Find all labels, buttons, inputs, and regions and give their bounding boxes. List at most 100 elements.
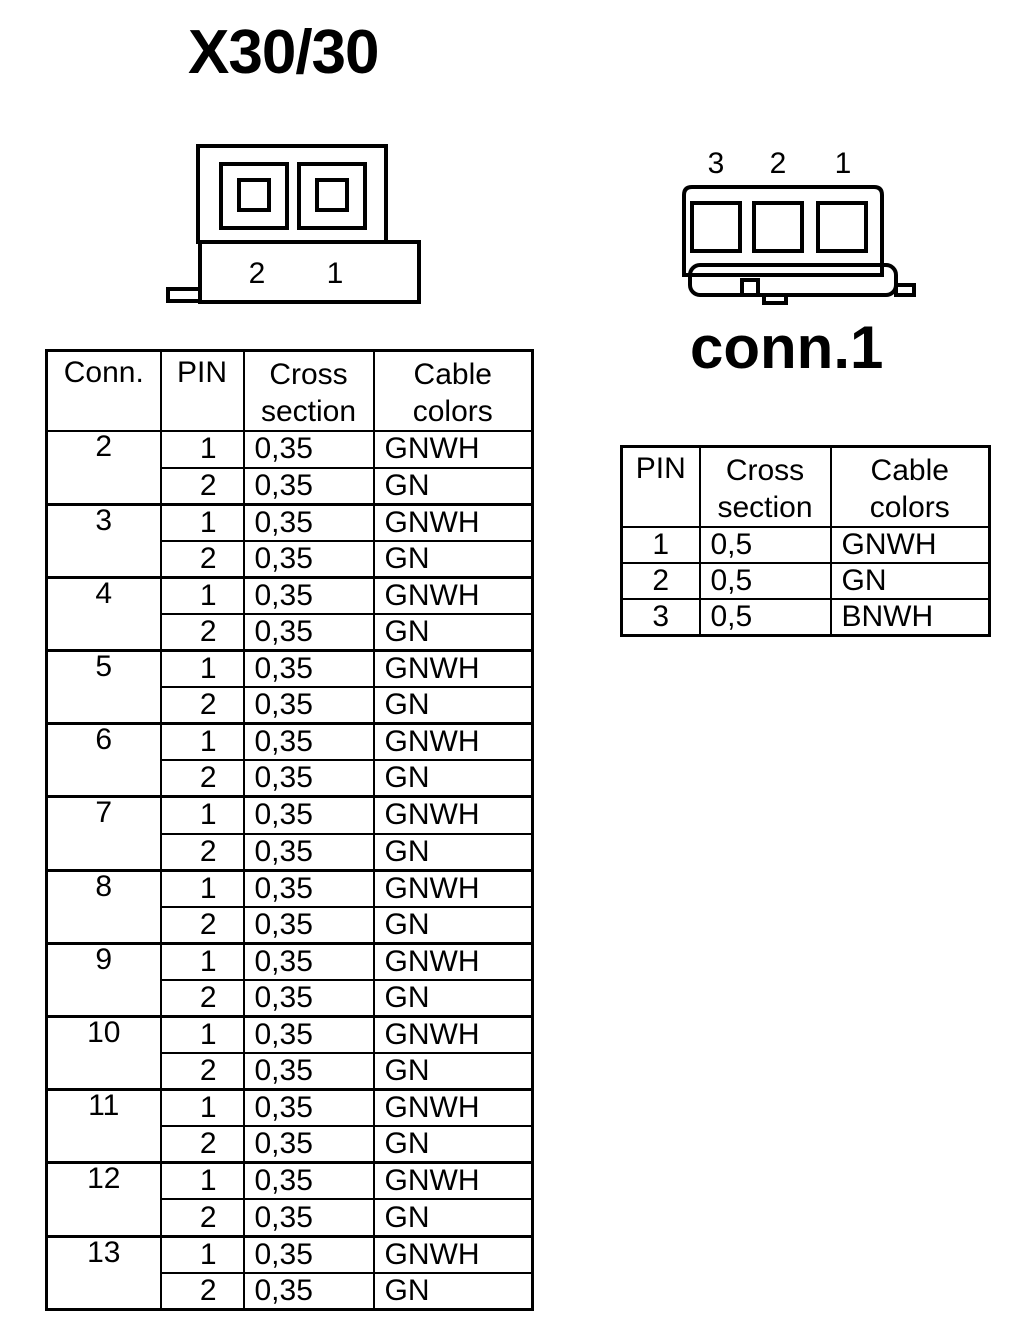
pin-cell: 3 [620, 598, 701, 636]
pin-cell: 2 [159, 1271, 245, 1311]
conn1-connector-housing [682, 185, 884, 277]
conn-number-cell: 7 [45, 795, 162, 872]
conn-number-cell: 3 [45, 503, 162, 579]
conn-number-cell: 6 [45, 722, 162, 798]
cable-color-cell: GN [372, 1052, 534, 1091]
conn-number-cell: 5 [45, 649, 162, 725]
conn-number-cell: 4 [45, 576, 162, 652]
conn-number-cell: 9 [45, 942, 162, 1018]
cross-section-cell: 0,35 [242, 466, 375, 506]
cable-color-cell: GN [829, 562, 991, 600]
cross-section-cell: 0,35 [242, 430, 375, 469]
cross-section-cell: 0,35 [242, 978, 375, 1018]
cable-color-cell: GNWH [372, 430, 534, 469]
conn-number-cell: 2 [45, 429, 162, 506]
cross-section-cell: 0,35 [242, 795, 375, 835]
cross-section-cell: 0,35 [242, 1271, 375, 1311]
pin-cell: 2 [159, 686, 245, 725]
pin-cell: 2 [159, 612, 245, 652]
pin-cell: 1 [620, 526, 701, 564]
pin-cell: 2 [159, 539, 245, 579]
pin-cell: 1 [159, 1161, 245, 1201]
cable-color-cell: GNWH [372, 942, 534, 981]
pin-cell: 2 [159, 759, 245, 798]
conn1-pin-1-cavity [816, 201, 868, 253]
conn1-latch-bar [688, 263, 898, 297]
x30-pin-label: 1 [327, 257, 344, 290]
cable-color-cell: GNWH [372, 1161, 534, 1201]
cable-color-cell: GN [372, 1198, 534, 1238]
conn-number-cell: 11 [45, 1088, 162, 1164]
pin-cell: 2 [159, 1125, 245, 1164]
pin-cell: 2 [159, 978, 245, 1018]
x30-pin-2-cavity [219, 162, 289, 230]
cross-section-cell: 0,35 [242, 722, 375, 762]
cable-color-cell: GNWH [372, 576, 534, 615]
conn-number-cell: 12 [45, 1161, 162, 1238]
x30-pin-1-cavity [297, 162, 367, 230]
cable-color-cell: GNWH [372, 1235, 534, 1274]
cross-section-cell: 0,35 [242, 832, 375, 872]
cross-section-cell: 0,35 [242, 1161, 375, 1201]
cable-color-cell: GN [372, 1271, 534, 1311]
pin-cell: 1 [159, 430, 245, 469]
cross-section-cell: 0,35 [242, 503, 375, 542]
cable-color-cell: GN [372, 686, 534, 725]
cable-color-cell: GN [372, 539, 534, 579]
cable-color-cell: GNWH [372, 1088, 534, 1128]
cable-color-cell: GN [372, 759, 534, 798]
cable-color-cell: GN [372, 1125, 534, 1164]
cross-section-cell: 0,35 [242, 1088, 375, 1128]
header-pin: PIN [620, 445, 701, 528]
pin-cell: 1 [159, 942, 245, 981]
conn-number-cell: 10 [45, 1015, 162, 1091]
pin-cell: 1 [159, 869, 245, 908]
cross-section-cell: 0,5 [698, 562, 832, 600]
cross-section-cell: 0,5 [698, 598, 832, 636]
x30-connector-base [198, 240, 421, 304]
header-pin: PIN [159, 349, 245, 432]
cross-section-cell: 0,35 [242, 759, 375, 798]
cable-color-cell: GNWH [372, 503, 534, 542]
cable-color-cell: GN [372, 832, 534, 872]
cross-section-cell: 0,5 [698, 526, 832, 564]
cable-color-cell: BNWH [829, 598, 991, 636]
cable-color-cell: GNWH [372, 795, 534, 835]
x30-title: X30/30 [188, 18, 380, 87]
cross-section-cell: 0,35 [242, 942, 375, 981]
pin-cell: 2 [159, 832, 245, 872]
cable-color-cell: GN [372, 978, 534, 1018]
cross-section-cell: 0,35 [242, 1125, 375, 1164]
cross-section-cell: 0,35 [242, 1235, 375, 1274]
conn1-pin-3-cavity [690, 201, 742, 253]
pin-cell: 2 [620, 562, 701, 600]
conn1-title: conn.1 [690, 314, 884, 381]
x30-pin-1-contact [315, 178, 349, 212]
cable-color-cell: GN [372, 466, 534, 506]
pin-cell: 1 [159, 503, 245, 542]
pin-cell: 2 [159, 466, 245, 506]
